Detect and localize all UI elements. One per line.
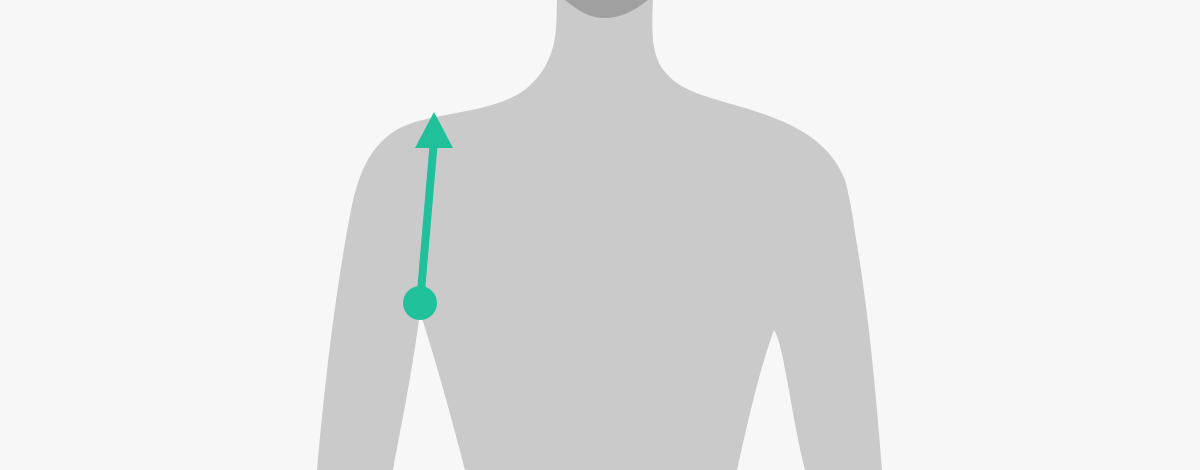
chin-shadow xyxy=(565,0,648,18)
measurement-arrow xyxy=(403,112,453,320)
arrow-head-icon xyxy=(415,112,453,148)
arrow-shaft xyxy=(416,136,438,307)
body-silhouette xyxy=(317,0,882,470)
arrow-start-dot xyxy=(403,286,437,320)
